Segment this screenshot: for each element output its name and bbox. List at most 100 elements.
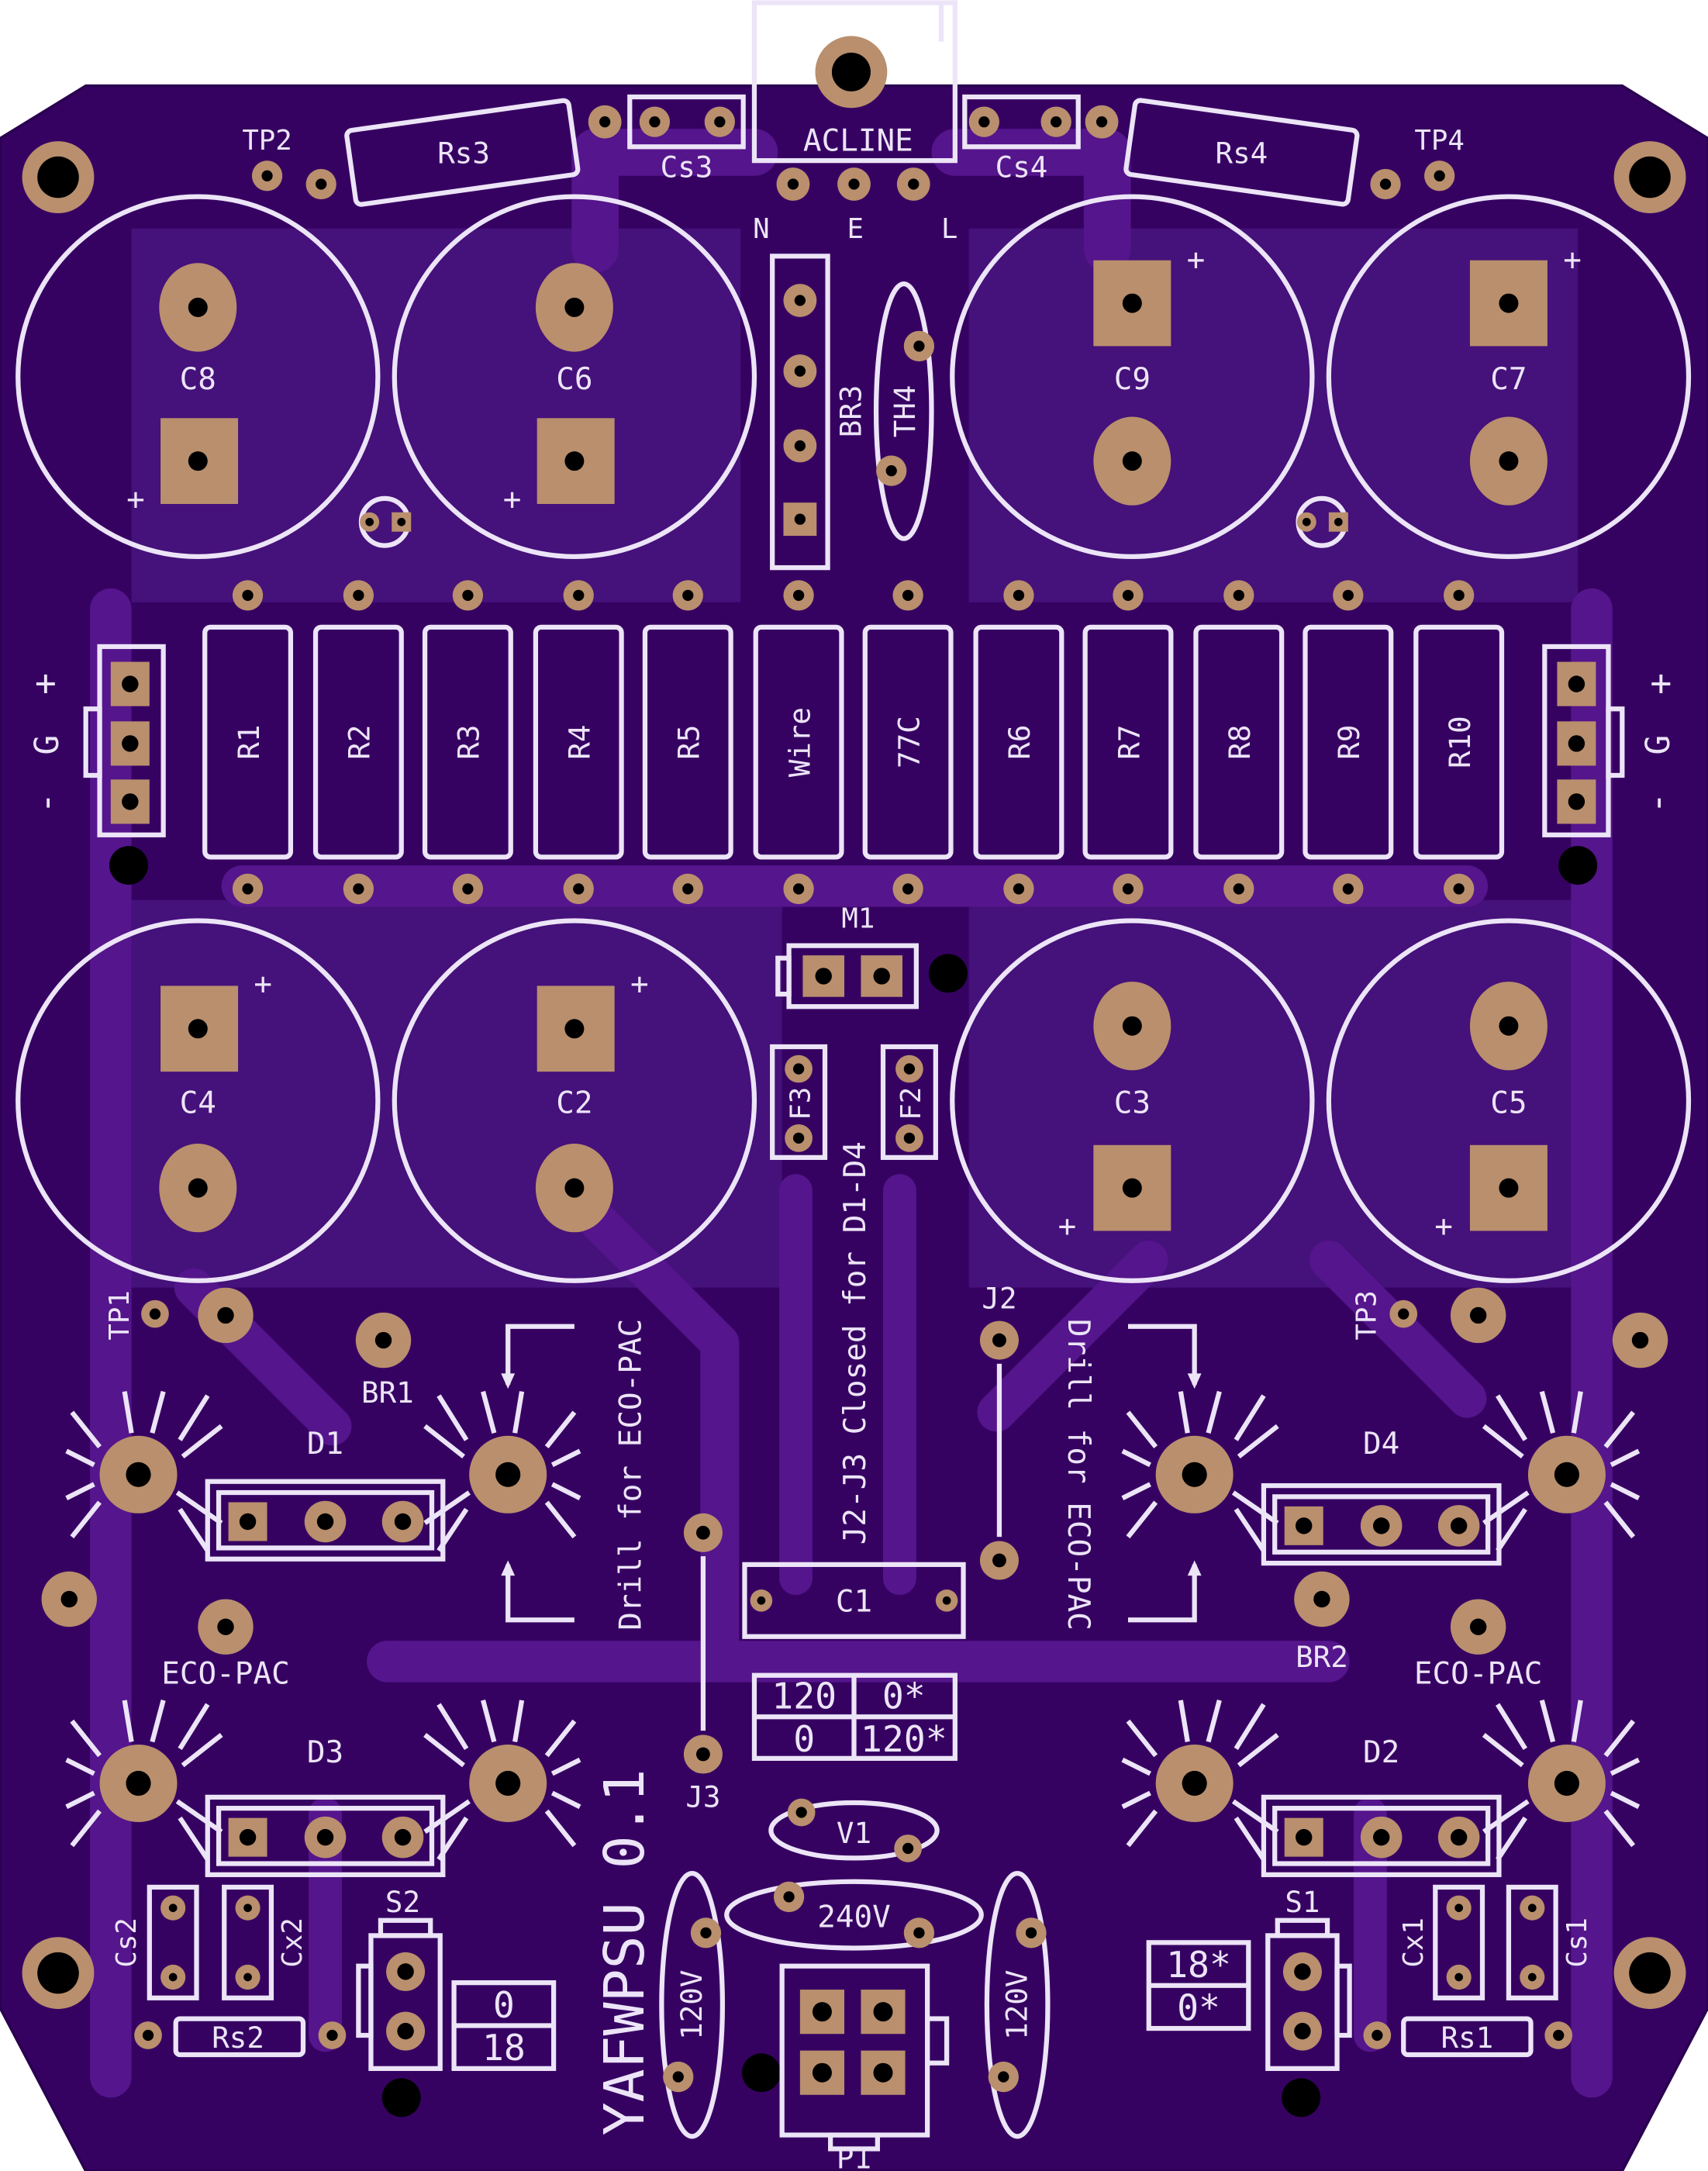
c1-capacitor: C1	[742, 1562, 966, 1639]
svg-text:+: +	[503, 482, 522, 517]
th4-label: TH4	[888, 385, 922, 438]
r2-label: R2	[343, 725, 377, 760]
r1-resistor: R1	[202, 624, 294, 860]
f3-fuse: F3	[770, 1044, 828, 1160]
c2-capacitor: C2 +	[392, 918, 757, 1283]
cs3-capacitor: Cs3	[588, 94, 746, 185]
c8-capacitor: C8 +	[16, 194, 381, 559]
tp2-testpoint: TP2	[242, 125, 336, 200]
voltage-select-table: 120 0* 0 120*	[751, 1672, 958, 1761]
acline-connector: ACLINE N E L	[751, 0, 958, 245]
d3-heatsink-left	[65, 1700, 223, 1861]
r10-resistor: R10	[1413, 624, 1505, 860]
r4-label: R4	[563, 725, 597, 760]
c4-capacitor: C4 +	[16, 918, 381, 1283]
rs1-label: Rs1	[1441, 2021, 1494, 2055]
acline-l-label: L	[941, 213, 958, 245]
j2-j3-note: J2-J3 Closed for D1-D4	[838, 1141, 873, 1545]
j3-jumper: J3	[683, 1513, 723, 1814]
d1-heatsink-right	[423, 1390, 581, 1552]
heatsinks	[65, 1390, 1641, 1861]
acline-label: ACLINE	[803, 124, 913, 159]
rs2-resistor: Rs2	[134, 2016, 347, 2058]
r7-resistor: R7	[1082, 624, 1174, 860]
board-title: YAFWPSU 0.1	[592, 1769, 657, 2135]
cs2-capacitor: Cs2	[111, 1884, 199, 2000]
wire-link: Wire	[753, 624, 844, 860]
v120-label-right: 120V	[1000, 1970, 1034, 2040]
c2-label: C2	[556, 1086, 592, 1121]
f3-label: F3	[785, 1087, 816, 1120]
d2-diode: D2	[1261, 1735, 1502, 1877]
f2-label: F2	[895, 1087, 927, 1120]
s1-switch: S1	[1265, 1885, 1352, 2071]
cx2-label: Cx2	[277, 1917, 309, 1967]
c6-capacitor: C6 +	[392, 194, 757, 559]
rs2-label: Rs2	[212, 2021, 264, 2055]
svg-text:-: -	[25, 792, 67, 814]
d4-heatsink-right	[1482, 1390, 1641, 1552]
d4-label: D4	[1363, 1427, 1399, 1462]
rs3-resistor: Rs3	[344, 98, 581, 207]
svg-text:G: G	[28, 735, 67, 755]
c3-capacitor: C3 +	[950, 918, 1315, 1283]
svg-text:G: G	[1639, 735, 1678, 755]
r3-label: R3	[452, 725, 486, 760]
d2-heatsink-left	[1121, 1700, 1279, 1861]
r8-resistor: R8	[1193, 624, 1285, 860]
output-connector-right: + G -	[1542, 644, 1678, 837]
table-cell-120: 120	[771, 1676, 837, 1717]
p1-connector: P1	[779, 1963, 950, 2171]
cs4-capacitor: Cs4	[962, 94, 1119, 185]
tp1-testpoint: TP1	[104, 1287, 254, 1344]
r10-label: R10	[1443, 716, 1477, 768]
tp1-label: TP1	[104, 1290, 136, 1340]
v1-varistor: V1	[768, 1798, 940, 1862]
wire-label: Wire	[782, 707, 816, 777]
br2-label: BR2	[1296, 1640, 1348, 1674]
r2-resistor: R2	[312, 624, 404, 860]
f2-fuse: F2	[880, 1044, 938, 1160]
j2-label: J2	[982, 1281, 1016, 1315]
c1-label: C1	[836, 1585, 872, 1620]
cs1-label: Cs1	[1561, 1917, 1593, 1967]
eco-pac-label-right: ECO-PAC	[1414, 1656, 1542, 1691]
t77c-label: 77C	[892, 716, 926, 768]
r4-resistor: R4	[533, 624, 624, 860]
resistor-row: R1 R2 R3 R4 R5 Wire 77C R6	[202, 624, 1505, 860]
svg-text:+: +	[126, 482, 145, 517]
c9-capacitor: C9 +	[950, 194, 1315, 559]
rs1-resistor: Rs1	[1363, 2016, 1573, 2058]
s1-table-0s: 0*	[1177, 1986, 1220, 2028]
cs1-capacitor: Cs1	[1506, 1884, 1593, 2000]
j2-jumper: J2	[979, 1281, 1019, 1580]
tp4-testpoint: TP4	[1370, 125, 1465, 200]
cx1-label: Cx1	[1398, 1917, 1430, 1967]
br3-label: BR3	[833, 385, 868, 438]
d3-label: D3	[307, 1735, 343, 1770]
v240-label: 240V	[817, 1900, 891, 1935]
eco-pac-label-left: ECO-PAC	[161, 1656, 289, 1691]
mounting-holes	[22, 36, 1686, 2118]
led-right	[1296, 495, 1348, 548]
d1-diode: D1	[205, 1427, 446, 1562]
d3-heatsink-right	[423, 1700, 581, 1861]
tp2-label: TP2	[242, 125, 292, 157]
br2-bridge: BR2	[1294, 1571, 1350, 1674]
c4-label: C4	[180, 1086, 216, 1121]
svg-text:+: +	[1058, 1210, 1077, 1244]
acline-e-label: E	[847, 213, 864, 245]
svg-text:+: +	[254, 967, 272, 1002]
br1-bridge: BR1	[355, 1312, 414, 1410]
drill-note-left: Drill for ECO-PAC	[614, 1319, 649, 1631]
c7-label: C7	[1490, 362, 1527, 397]
p1-label: P1	[837, 2141, 871, 2171]
v1-label: V1	[837, 1816, 871, 1850]
rs4-resistor: Rs4	[1123, 98, 1360, 207]
cx2-capacitor: Cx2	[222, 1884, 309, 2000]
cs4-label: Cs4	[995, 150, 1048, 185]
resistor-pad-drills	[242, 589, 1465, 895]
c9-label: C9	[1114, 362, 1151, 397]
rs4-label: Rs4	[1216, 136, 1268, 171]
